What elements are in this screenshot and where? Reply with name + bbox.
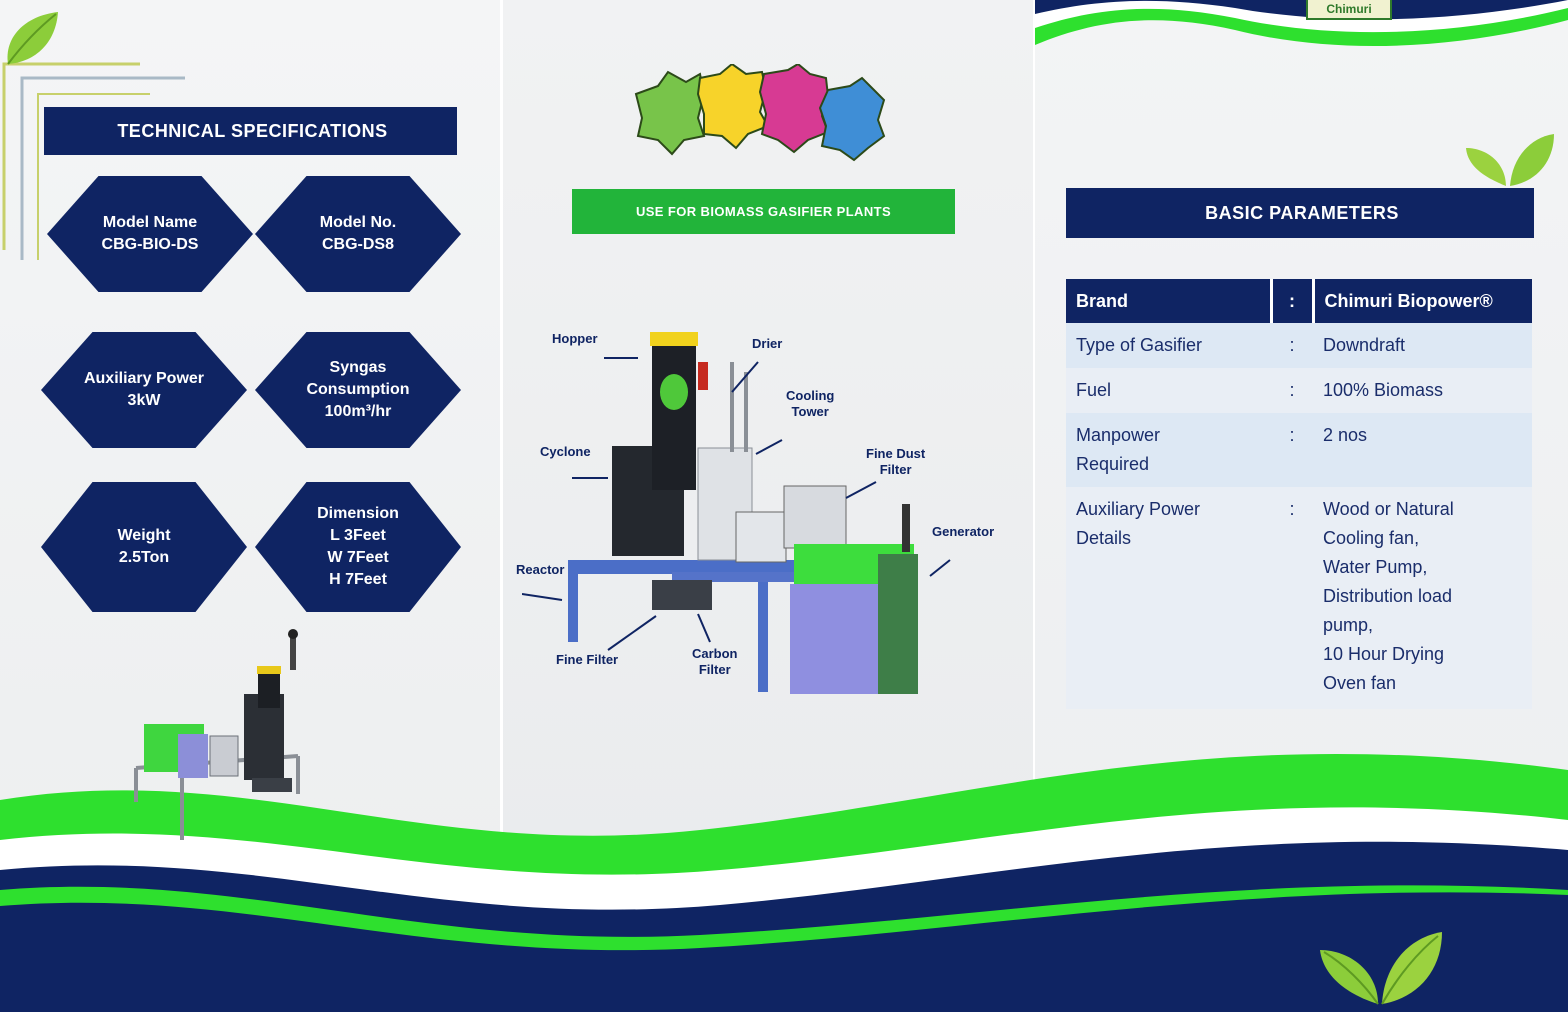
spec-line: 3kW	[127, 392, 161, 409]
basic-parameters-header: BASIC PARAMETERS	[1066, 188, 1534, 238]
label-cooling-tower: Cooling Tower	[786, 388, 834, 420]
cell-line: pump,	[1323, 615, 1374, 635]
cell-line: 10 Hour Drying	[1323, 644, 1445, 664]
table-cell-label: Auxiliary Power Details	[1066, 487, 1271, 709]
spec-line: 2.5Ton	[118, 549, 170, 566]
spec-hex-dimension: Dimension L 3Feet W 7Feet H 7Feet	[255, 482, 461, 612]
spec-line: CBG-DS8	[321, 236, 394, 253]
label-fine-filter: Fine Filter	[556, 652, 619, 667]
label-line: Cooling	[786, 388, 835, 403]
spec-line: Weight	[117, 527, 171, 544]
label-line: Filter	[698, 662, 731, 677]
spec-line: W 7Feet	[327, 549, 389, 566]
label-line: Fine Dust	[866, 446, 926, 461]
table-header-row: Brand : Chimuri Biopower®	[1066, 279, 1532, 323]
spec-line: Model No.	[319, 214, 397, 231]
table-row: Auxiliary Power Details : Wood or Natura…	[1066, 487, 1532, 709]
center-panel-title: USE FOR BIOMASS GASIFIER PLANTS	[572, 189, 955, 234]
cell-line: Cooling fan,	[1323, 528, 1420, 548]
label-hopper: Hopper	[552, 331, 598, 346]
cell-line: Water Pump,	[1323, 557, 1428, 577]
spec-line: H 7Feet	[329, 571, 387, 588]
gasifier-plant-diagram	[522, 332, 951, 694]
spec-line: CBG-BIO-DS	[101, 236, 199, 253]
spec-line: Model Name	[102, 214, 198, 231]
label-reactor: Reactor	[516, 562, 565, 577]
table-header-cell: Chimuri Biopower®	[1313, 279, 1532, 323]
cell-line: Manpower	[1076, 425, 1161, 445]
spec-line: 100m³/hr	[324, 403, 392, 420]
spec-line: Auxiliary Power	[83, 370, 205, 387]
table-cell-sep: :	[1271, 323, 1313, 368]
table-cell-sep: :	[1271, 368, 1313, 413]
table-cell-value: 2 nos	[1313, 413, 1532, 487]
table-row: Fuel : 100% Biomass	[1066, 368, 1532, 413]
cell-line: Auxiliary Power	[1076, 499, 1201, 519]
cell-line: Wood or Natural	[1323, 499, 1454, 519]
cell-line: Details	[1076, 528, 1132, 548]
basic-parameters-table: Brand : Chimuri Biopower® Type of Gasifi…	[1066, 279, 1532, 709]
spec-hex-auxiliary-power: Auxiliary Power 3kW	[41, 332, 247, 448]
label-drier: Drier	[752, 336, 783, 351]
label-line: Carbon	[692, 646, 738, 661]
leaf-pair-icon-bottom	[1320, 932, 1442, 1005]
table-cell-sep: :	[1271, 413, 1313, 487]
gasifier-machine-thumbnail	[134, 629, 300, 840]
table-cell-value: 100% Biomass	[1313, 368, 1532, 413]
table-header-cell: Brand	[1066, 279, 1273, 323]
leaf-icon	[7, 12, 58, 65]
leaf-pair-icon	[1466, 134, 1554, 186]
table-cell-value: Downdraft	[1313, 323, 1532, 368]
label-fine-dust-filter: Fine Dust Filter	[866, 446, 925, 478]
corner-line-decoration	[2, 62, 185, 260]
spec-line: Syngas	[329, 359, 387, 376]
label-carbon-filter: Carbon Filter	[692, 646, 738, 678]
label-line: Filter	[879, 462, 912, 477]
spec-hex-syngas-consumption: Syngas Consumption 100m³/hr	[255, 332, 461, 448]
top-wave-decoration	[1035, 0, 1568, 47]
label-line: Tower	[791, 404, 829, 419]
technical-specifications-header: TECHNICAL SPECIFICATIONS	[44, 107, 457, 155]
cell-line: Required	[1076, 454, 1150, 474]
spec-line: Consumption	[306, 381, 410, 398]
cell-line: Oven fan	[1323, 673, 1397, 693]
spec-line: Dimension	[317, 505, 399, 522]
table-cell-value: Wood or Natural Cooling fan, Water Pump,…	[1313, 487, 1532, 709]
table-row: Type of Gasifier : Downdraft	[1066, 323, 1532, 368]
puzzle-logo-icon	[634, 64, 886, 162]
cell-line: Distribution load	[1323, 586, 1453, 606]
table-cell-label: Fuel	[1066, 368, 1271, 413]
bottom-wave-decoration	[0, 753, 1568, 1012]
table-cell-sep: :	[1271, 487, 1313, 709]
table-cell-label: Manpower Required	[1066, 413, 1271, 487]
label-cyclone: Cyclone	[540, 444, 591, 459]
brand-logo: Chimuri	[1306, 0, 1392, 20]
table-row: Manpower Required : 2 nos	[1066, 413, 1532, 487]
table-cell-label: Type of Gasifier	[1066, 323, 1271, 368]
spec-hex-model-no: Model No. CBG-DS8	[255, 176, 461, 292]
spec-line: L 3Feet	[330, 527, 386, 544]
table-header-cell: :	[1271, 279, 1315, 323]
label-generator: Generator	[932, 524, 995, 539]
